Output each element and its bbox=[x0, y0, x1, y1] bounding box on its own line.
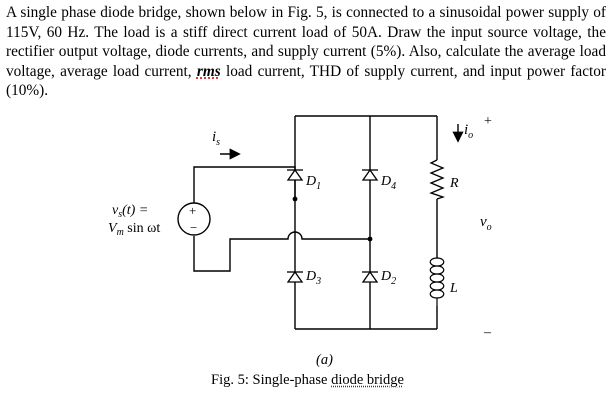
d1-label: D1 bbox=[305, 174, 321, 192]
circuit-nodes bbox=[292, 196, 373, 242]
subfigure-label: (a) bbox=[316, 352, 333, 368]
problem-text-2: load current, THD of supply current, and… bbox=[6, 62, 607, 100]
inductor-l bbox=[429, 257, 445, 306]
inductor-label: L bbox=[449, 281, 458, 296]
io-label: io bbox=[464, 122, 473, 141]
is-label: is bbox=[212, 129, 220, 148]
output-plus-sign: + bbox=[484, 114, 492, 129]
circuit-wires bbox=[193, 115, 438, 330]
source-minus-sign: − bbox=[190, 220, 197, 235]
diode-d3 bbox=[286, 270, 304, 283]
caption-underlined: diode bridge bbox=[331, 372, 404, 388]
problem-text-1: A single phase diode bridge, shown below… bbox=[6, 4, 606, 80]
ac-source: + − bbox=[177, 202, 211, 236]
d2-label: D2 bbox=[380, 269, 396, 287]
figure-caption: Fig. 5: Single-phase diode bridge bbox=[0, 372, 615, 389]
diode-d4 bbox=[361, 168, 379, 181]
diode-d1 bbox=[286, 168, 304, 181]
rms-word: rms bbox=[196, 62, 221, 80]
problem-statement: A single phase diode bridge, shown below… bbox=[6, 3, 606, 101]
vo-label: vo bbox=[480, 214, 492, 233]
resistor-label: R bbox=[449, 176, 459, 191]
source-label-line1: vs(t) = bbox=[112, 203, 148, 220]
output-minus-sign: – bbox=[483, 325, 492, 340]
source-plus-sign: + bbox=[189, 203, 196, 218]
source-label-line2: Vm sin ωt bbox=[108, 221, 160, 238]
d4-label: D4 bbox=[380, 174, 396, 192]
resistor-r bbox=[429, 159, 446, 200]
d3-label: D3 bbox=[305, 269, 321, 287]
caption-text: Fig. 5: Single-phase bbox=[211, 372, 332, 388]
diode-d2 bbox=[361, 270, 379, 283]
